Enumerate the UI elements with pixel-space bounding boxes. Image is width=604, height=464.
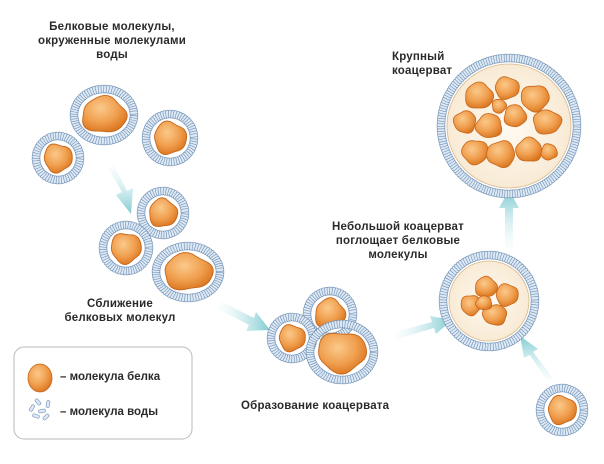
legend-water-swatch (29, 398, 51, 421)
process-arrows (108, 165, 553, 382)
label-large-coacervate: Крупный коацерват (392, 51, 453, 77)
protein-cell-6 (151, 241, 225, 303)
protein-cell-5 (98, 220, 154, 276)
protein-cell-9 (305, 319, 379, 385)
legend-water-label: – молекула воды (60, 406, 159, 418)
large-coacervate (436, 53, 582, 199)
label-small-coacervate: Небольшой коацерват поглощает белковые м… (332, 221, 464, 261)
legend-protein-swatch (27, 363, 53, 393)
legend-box (13, 346, 193, 440)
arrow-step4 (520, 336, 553, 382)
cells-layer (31, 53, 589, 437)
legend-protein-label: – молекула белка (60, 371, 161, 383)
arrow-step5 (499, 190, 519, 248)
protein-cell-10 (535, 383, 589, 437)
label-formation: Образование коацервата (241, 400, 390, 412)
protein-cell-3 (31, 131, 85, 185)
label-approach: Сближение белковых молекул (64, 298, 176, 324)
arrow-step3 (395, 316, 452, 339)
label-protein-molecules: Белковые молекулы, окруженные молекулами… (37, 21, 186, 61)
protein-cell-2 (141, 109, 199, 167)
arrow-step2 (218, 302, 270, 331)
small-coacervate (438, 250, 540, 352)
arrow-step1 (108, 165, 133, 214)
protein-cell-1 (69, 84, 139, 146)
